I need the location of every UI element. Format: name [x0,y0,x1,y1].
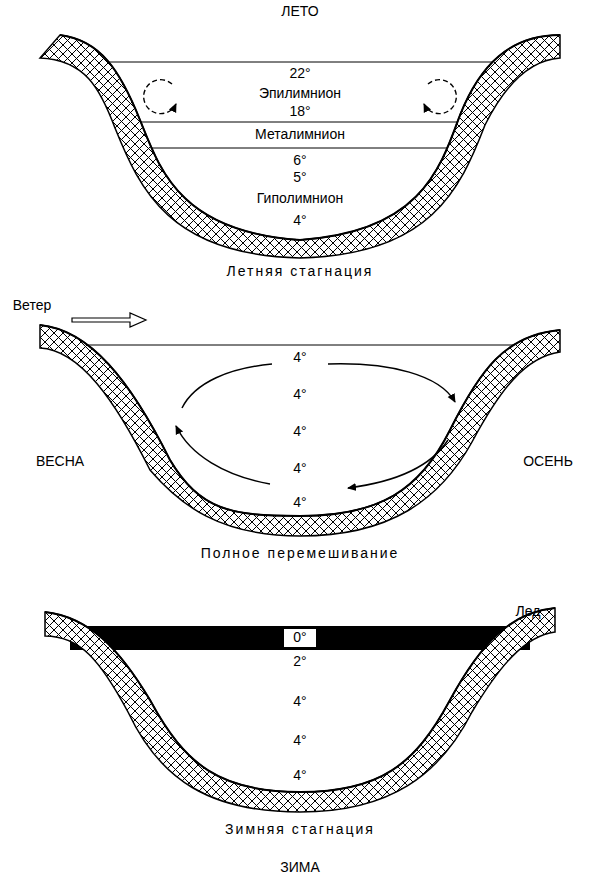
layer-band: Металимнион [150,122,450,148]
temperature: 4° [293,387,306,402]
temperature: 4° [293,694,306,709]
summer-lake [40,35,560,258]
temperature: 5° [293,170,306,185]
season-label: ЗИМА [280,860,320,875]
temperature: 18° [289,104,310,119]
node-text: 0° [293,630,306,645]
mixing-lake [40,313,560,536]
temperature: 22° [289,66,310,81]
temperature: 4° [293,213,306,228]
temperature: 4° [293,461,306,476]
season-label: ЛЕТО [281,4,318,19]
caption: Полное перемешивание [201,546,400,561]
temperature: 4° [293,768,306,783]
node-text: Металимнион [255,127,345,142]
wind-label: Ветер [13,298,52,313]
season-label: ВЕСНА [36,454,84,469]
temperature: 4° [293,350,306,365]
layer-name: Гиполимнион [257,191,343,206]
winter-lake [45,608,555,812]
temperature: 2° [293,654,306,669]
temperature: 6° [293,153,306,168]
season-label: ОСЕНЬ [523,454,573,469]
ice-label: Лед [516,604,541,619]
ice-temperature-box: 0° [283,628,317,648]
temperature: 4° [293,424,306,439]
temperature: 4° [293,495,306,510]
caption: Зимняя стагнация [225,822,375,837]
caption: Летняя стагнация [227,264,374,279]
temperature: 4° [293,733,306,748]
layer-name: Эпилимнион [259,86,341,101]
